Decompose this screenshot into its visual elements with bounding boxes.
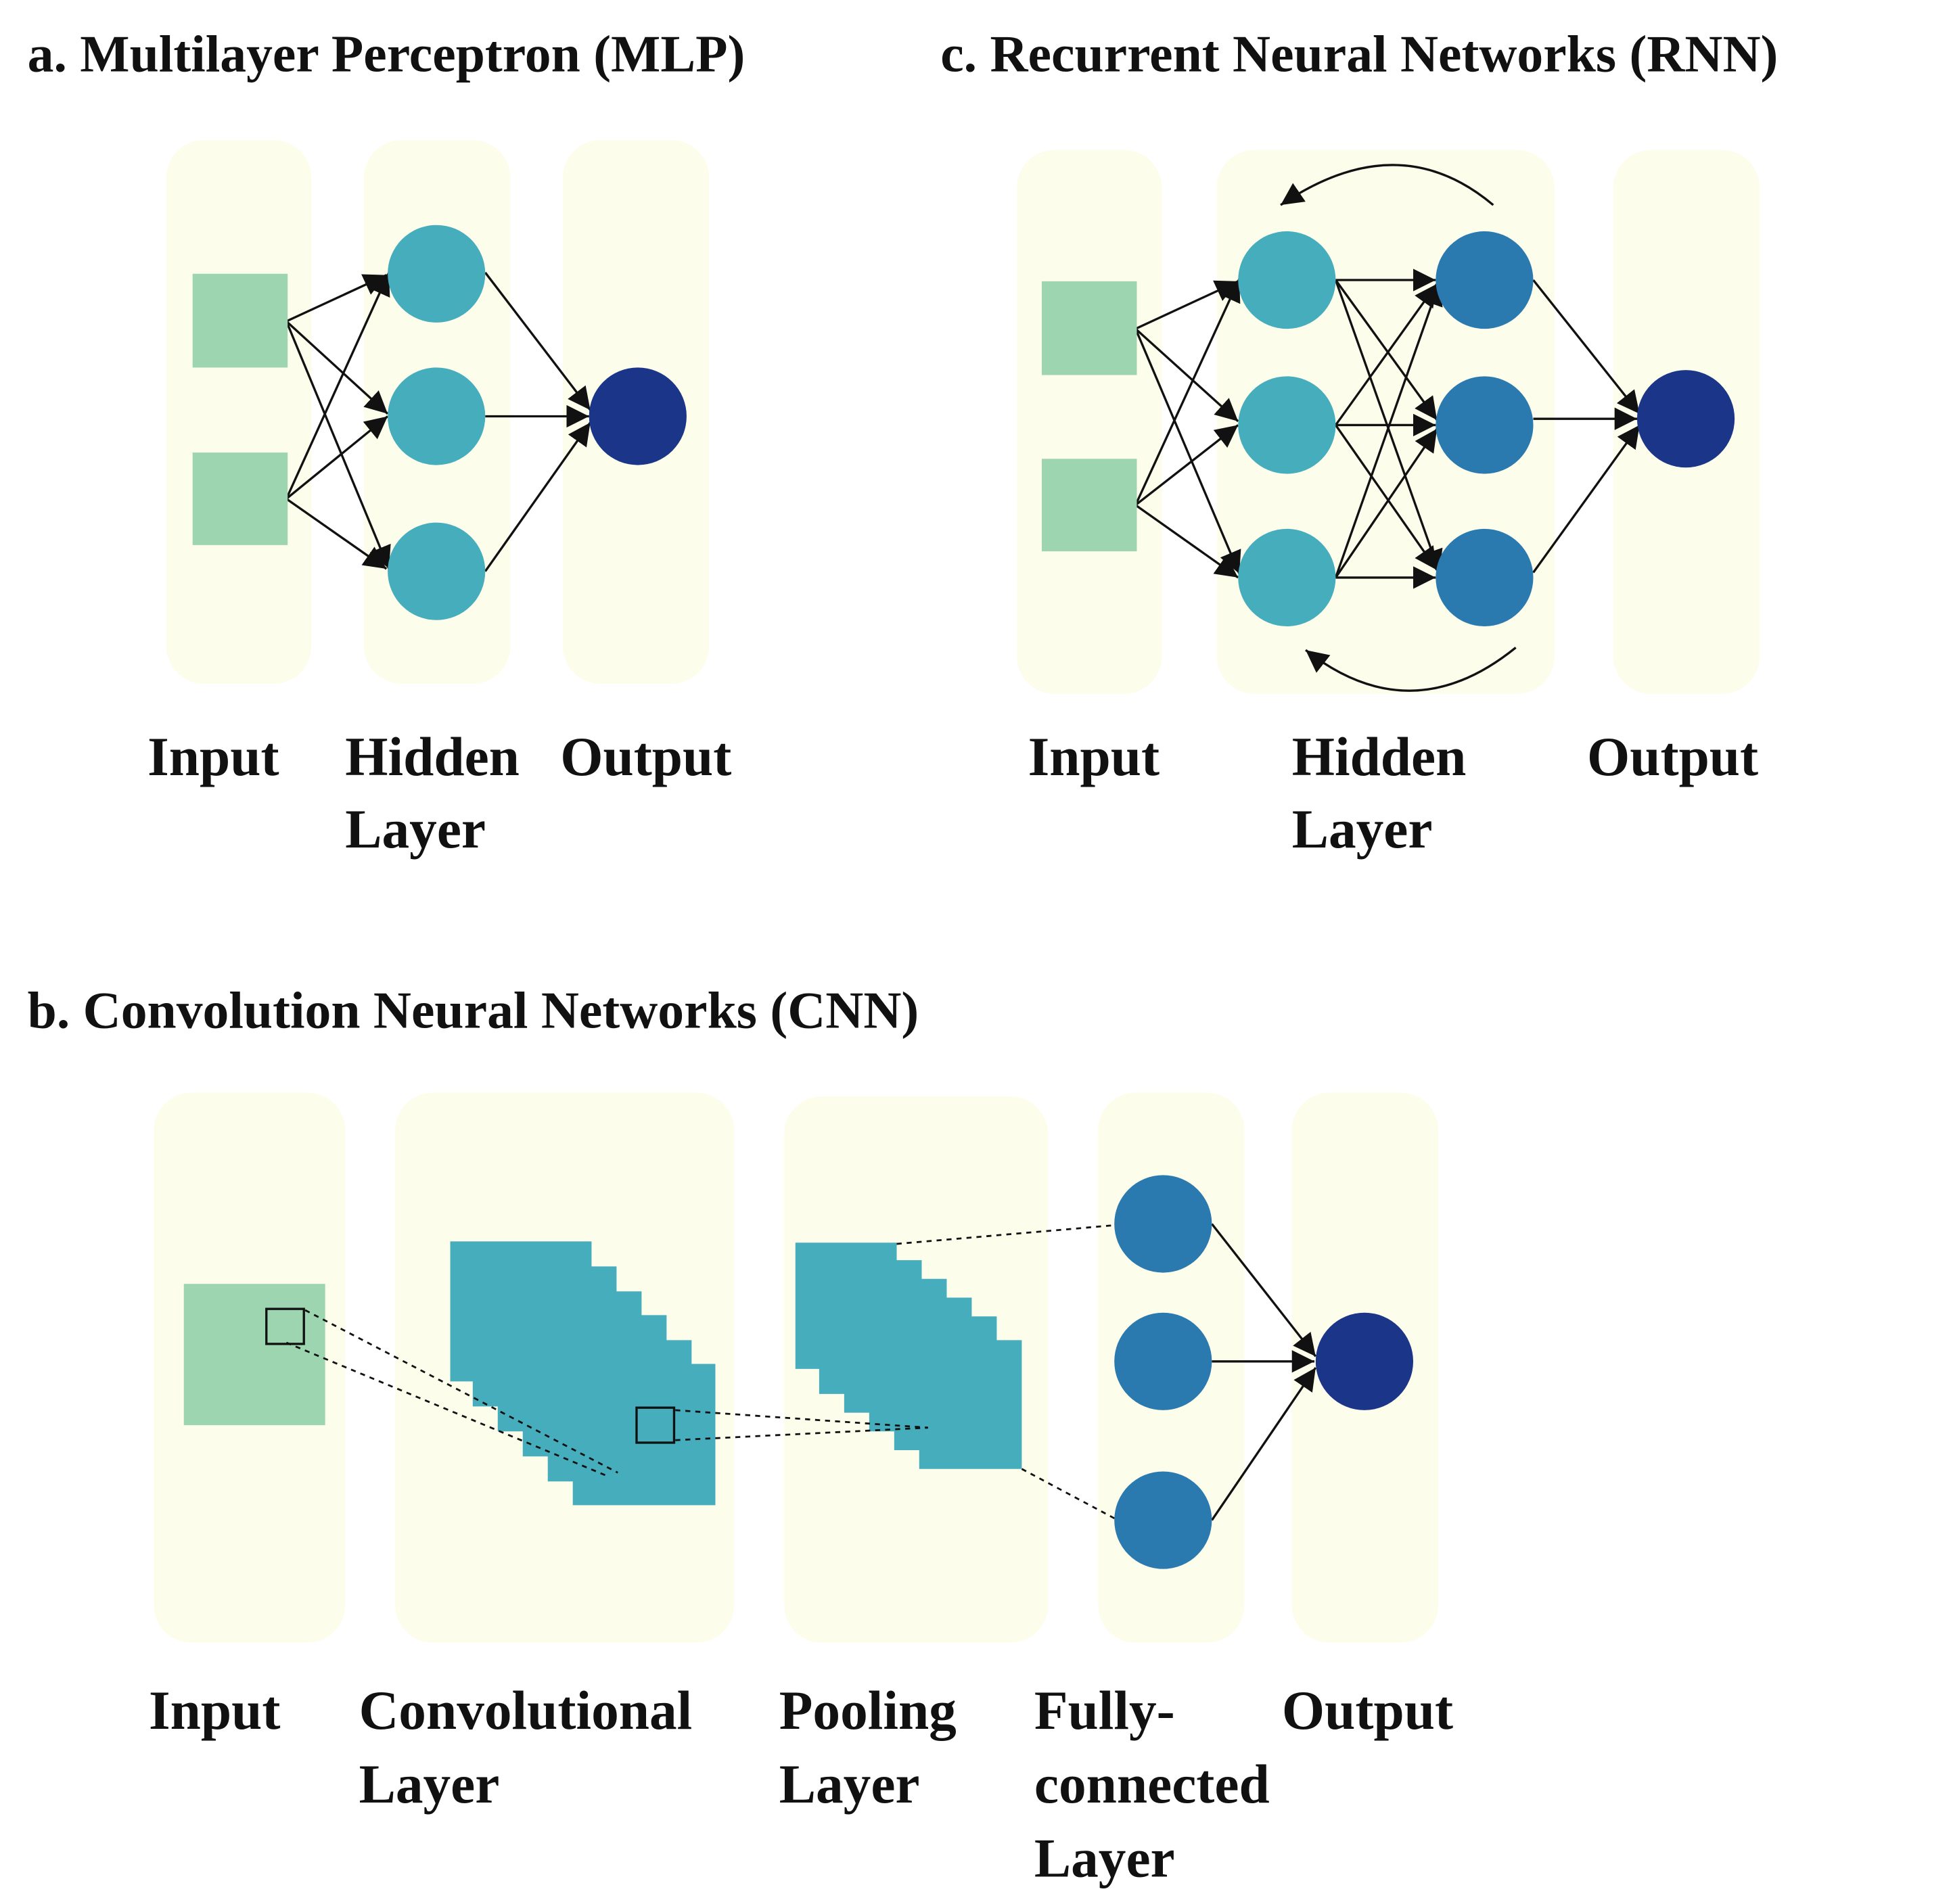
rnn-input-node [1041, 459, 1137, 552]
cnn-panel: b. Convolution Neural Networks (CNN) Inp… [28, 981, 1453, 1888]
cnn-label-pool-layer: Layer [779, 1754, 920, 1815]
mlp-panel: a. Multilayer Perceptron (MLP) Input Hid… [28, 24, 745, 860]
rnn-edge [1335, 428, 1438, 578]
mlp-input-node [192, 273, 288, 368]
cnn-label-fc-connected: connected [1034, 1754, 1270, 1815]
rnn-edge [1335, 424, 1438, 571]
cnn-flatten-line [1021, 1468, 1116, 1520]
cnn-label-conv: Convolutional [359, 1680, 693, 1741]
cnn-feature-maps [450, 1241, 716, 1506]
mlp-hidden-node [388, 225, 486, 323]
mlp-label-input: Input [147, 726, 279, 787]
rnn-edge [1334, 282, 1443, 578]
rnn-label-input: Input [1028, 726, 1160, 787]
cnn-edge [1211, 1223, 1317, 1357]
rnn-hidden-node-2 [1436, 528, 1534, 626]
mlp-hidden-node [388, 522, 486, 620]
cnn-edges [285, 1223, 1317, 1521]
cnn-fc-node [1114, 1175, 1212, 1273]
cnn-kernel-window [265, 1307, 305, 1345]
mlp-edge [484, 421, 591, 572]
rnn-edge [1335, 283, 1438, 426]
cnn-pool-field-line [675, 1409, 928, 1429]
cnn-label-output: Output [1282, 1680, 1453, 1741]
cnn-pool-window [635, 1406, 676, 1444]
rnn-edge [1134, 424, 1239, 507]
rnn-label-output: Output [1587, 726, 1758, 787]
cnn-label-input: Input [149, 1680, 280, 1741]
cnn-fc-node [1114, 1312, 1212, 1410]
cnn-output-node [1315, 1312, 1414, 1410]
rnn-edges [1134, 164, 1640, 692]
rnn-output-node [1636, 370, 1735, 468]
cnn-label-fc-layer: Layer [1034, 1828, 1175, 1888]
rnn-hidden-node [1238, 528, 1336, 626]
cnn-label-conv-layer: Layer [359, 1754, 500, 1815]
mlp-edge [484, 271, 591, 411]
mlp-title: a. Multilayer Perceptron (MLP) [28, 24, 745, 83]
rnn-input-node [1041, 281, 1137, 375]
rnn-recurrent-arrow-top [1280, 164, 1494, 206]
mlp-hidden-node [388, 367, 486, 465]
rnn-label-hidden-layer: Layer [1292, 799, 1433, 860]
rnn-hidden-node-2 [1436, 231, 1534, 329]
rnn-panel: c. Recurrent Neural Networks (RNN) [940, 24, 1778, 860]
rnn-edge [1334, 279, 1443, 574]
cnn-flatten-line [896, 1224, 1116, 1245]
rnn-title: c. Recurrent Neural Networks (RNN) [940, 24, 1778, 83]
cnn-receptive-field-line [304, 1309, 618, 1474]
mlp-edge [285, 321, 391, 570]
rnn-label-hidden: Hidden [1292, 726, 1467, 787]
mlp-label-hidden-layer: Layer [345, 799, 486, 860]
cnn-pooled-maps [795, 1243, 1022, 1469]
mlp-input-node [192, 452, 288, 545]
rnn-edge [1532, 424, 1640, 574]
rnn-edge [1134, 327, 1239, 423]
rnn-hidden-node-2 [1436, 376, 1534, 474]
cnn-input-image [183, 1284, 325, 1426]
rnn-hidden-node [1238, 376, 1336, 474]
rnn-edge [1532, 279, 1640, 415]
cnn-label-fc: Fully- [1034, 1680, 1175, 1741]
mlp-label-hidden: Hidden [345, 726, 520, 787]
cnn-label-pool: Pooling [779, 1680, 957, 1741]
mlp-edge [285, 272, 390, 500]
cnn-pool-field-line [675, 1426, 928, 1441]
mlp-edge [285, 415, 389, 500]
rnn-recurrent-arrow-bottom [1305, 647, 1517, 692]
mlp-output-node [589, 367, 687, 465]
rnn-edge [1134, 328, 1241, 575]
rnn-hidden-node [1238, 231, 1336, 329]
mlp-edge [285, 498, 388, 570]
cnn-title: b. Convolution Neural Networks (CNN) [28, 981, 919, 1039]
mlp-edges [285, 271, 591, 572]
rnn-edge [1134, 504, 1239, 579]
mlp-edge [285, 320, 389, 415]
rnn-input-column [1016, 149, 1162, 694]
rnn-edge [1134, 278, 1241, 506]
mlp-label-output: Output [560, 726, 731, 787]
cnn-receptive-field-line [285, 1341, 606, 1477]
rnn-edge [1335, 279, 1438, 421]
cnn-fc-node [1114, 1471, 1212, 1569]
cnn-edge [1211, 1367, 1317, 1521]
mlp-input-column [166, 140, 312, 684]
